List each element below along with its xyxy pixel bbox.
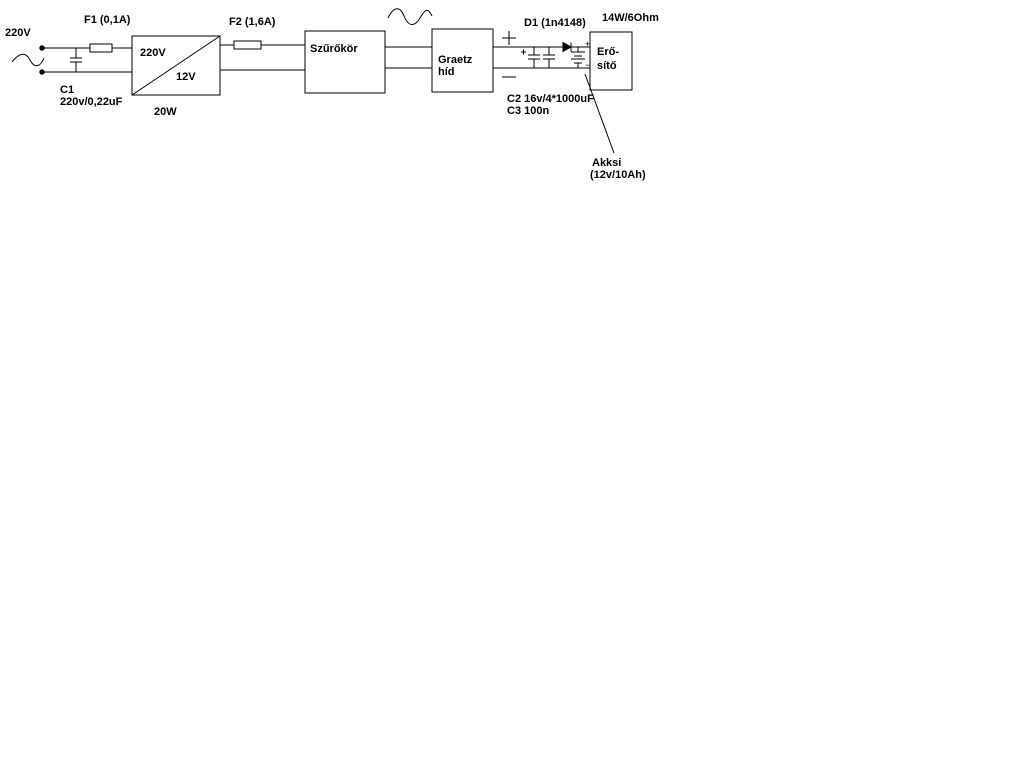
label-rectifier-line1: Graetz [438,54,473,66]
dc-polarity-marks [502,31,516,78]
label-transformer-secondary: 12V [176,71,196,83]
label-amplifier-line1: Erő- [597,46,619,58]
label-fuse-f2: F2 (1,6A) [229,16,276,28]
label-battery-name: Akksi [592,157,621,169]
label-c2: C2 16v/4*1000uF [507,93,594,105]
battery-leader-line [584,73,615,154]
capacitor-c3 [543,47,555,68]
filter-box [304,30,386,94]
label-c1-value: 220v/0,22uF [60,96,123,108]
rectifier-box [431,28,494,93]
label-battery-plus: + [585,39,590,49]
label-transformer-primary: 220V [140,47,166,59]
amplifier-box [589,31,633,91]
label-amplifier-rating: 14W/6Ohm [602,12,659,24]
battery-symbol [571,47,585,68]
label-battery-minus: − [585,60,590,70]
label-c1-name: C1 [60,84,74,96]
capacitor-c1 [70,48,82,72]
transformer-diagonal [131,35,221,96]
fuse-f1 [89,43,113,53]
label-fuse-f1: F1 (0,1A) [84,14,131,26]
ac-symbol-input [11,53,45,67]
fuse-f2 [233,40,262,50]
label-diode: D1 (1n4148) [524,17,586,29]
label-mains-voltage: 220V [5,27,31,39]
capacitor-c2 [521,47,540,68]
label-rectifier-line2: híd [438,66,455,78]
label-transformer-power: 20W [154,106,177,118]
label-battery-value: (12v/10Ah) [590,169,646,181]
diode-d1 [562,41,573,53]
label-filter: Szűrőkör [310,43,358,55]
ac-symbol-filter [387,8,433,25]
label-amplifier-line2: sítő [597,60,617,72]
label-c3: C3 100n [507,105,549,117]
